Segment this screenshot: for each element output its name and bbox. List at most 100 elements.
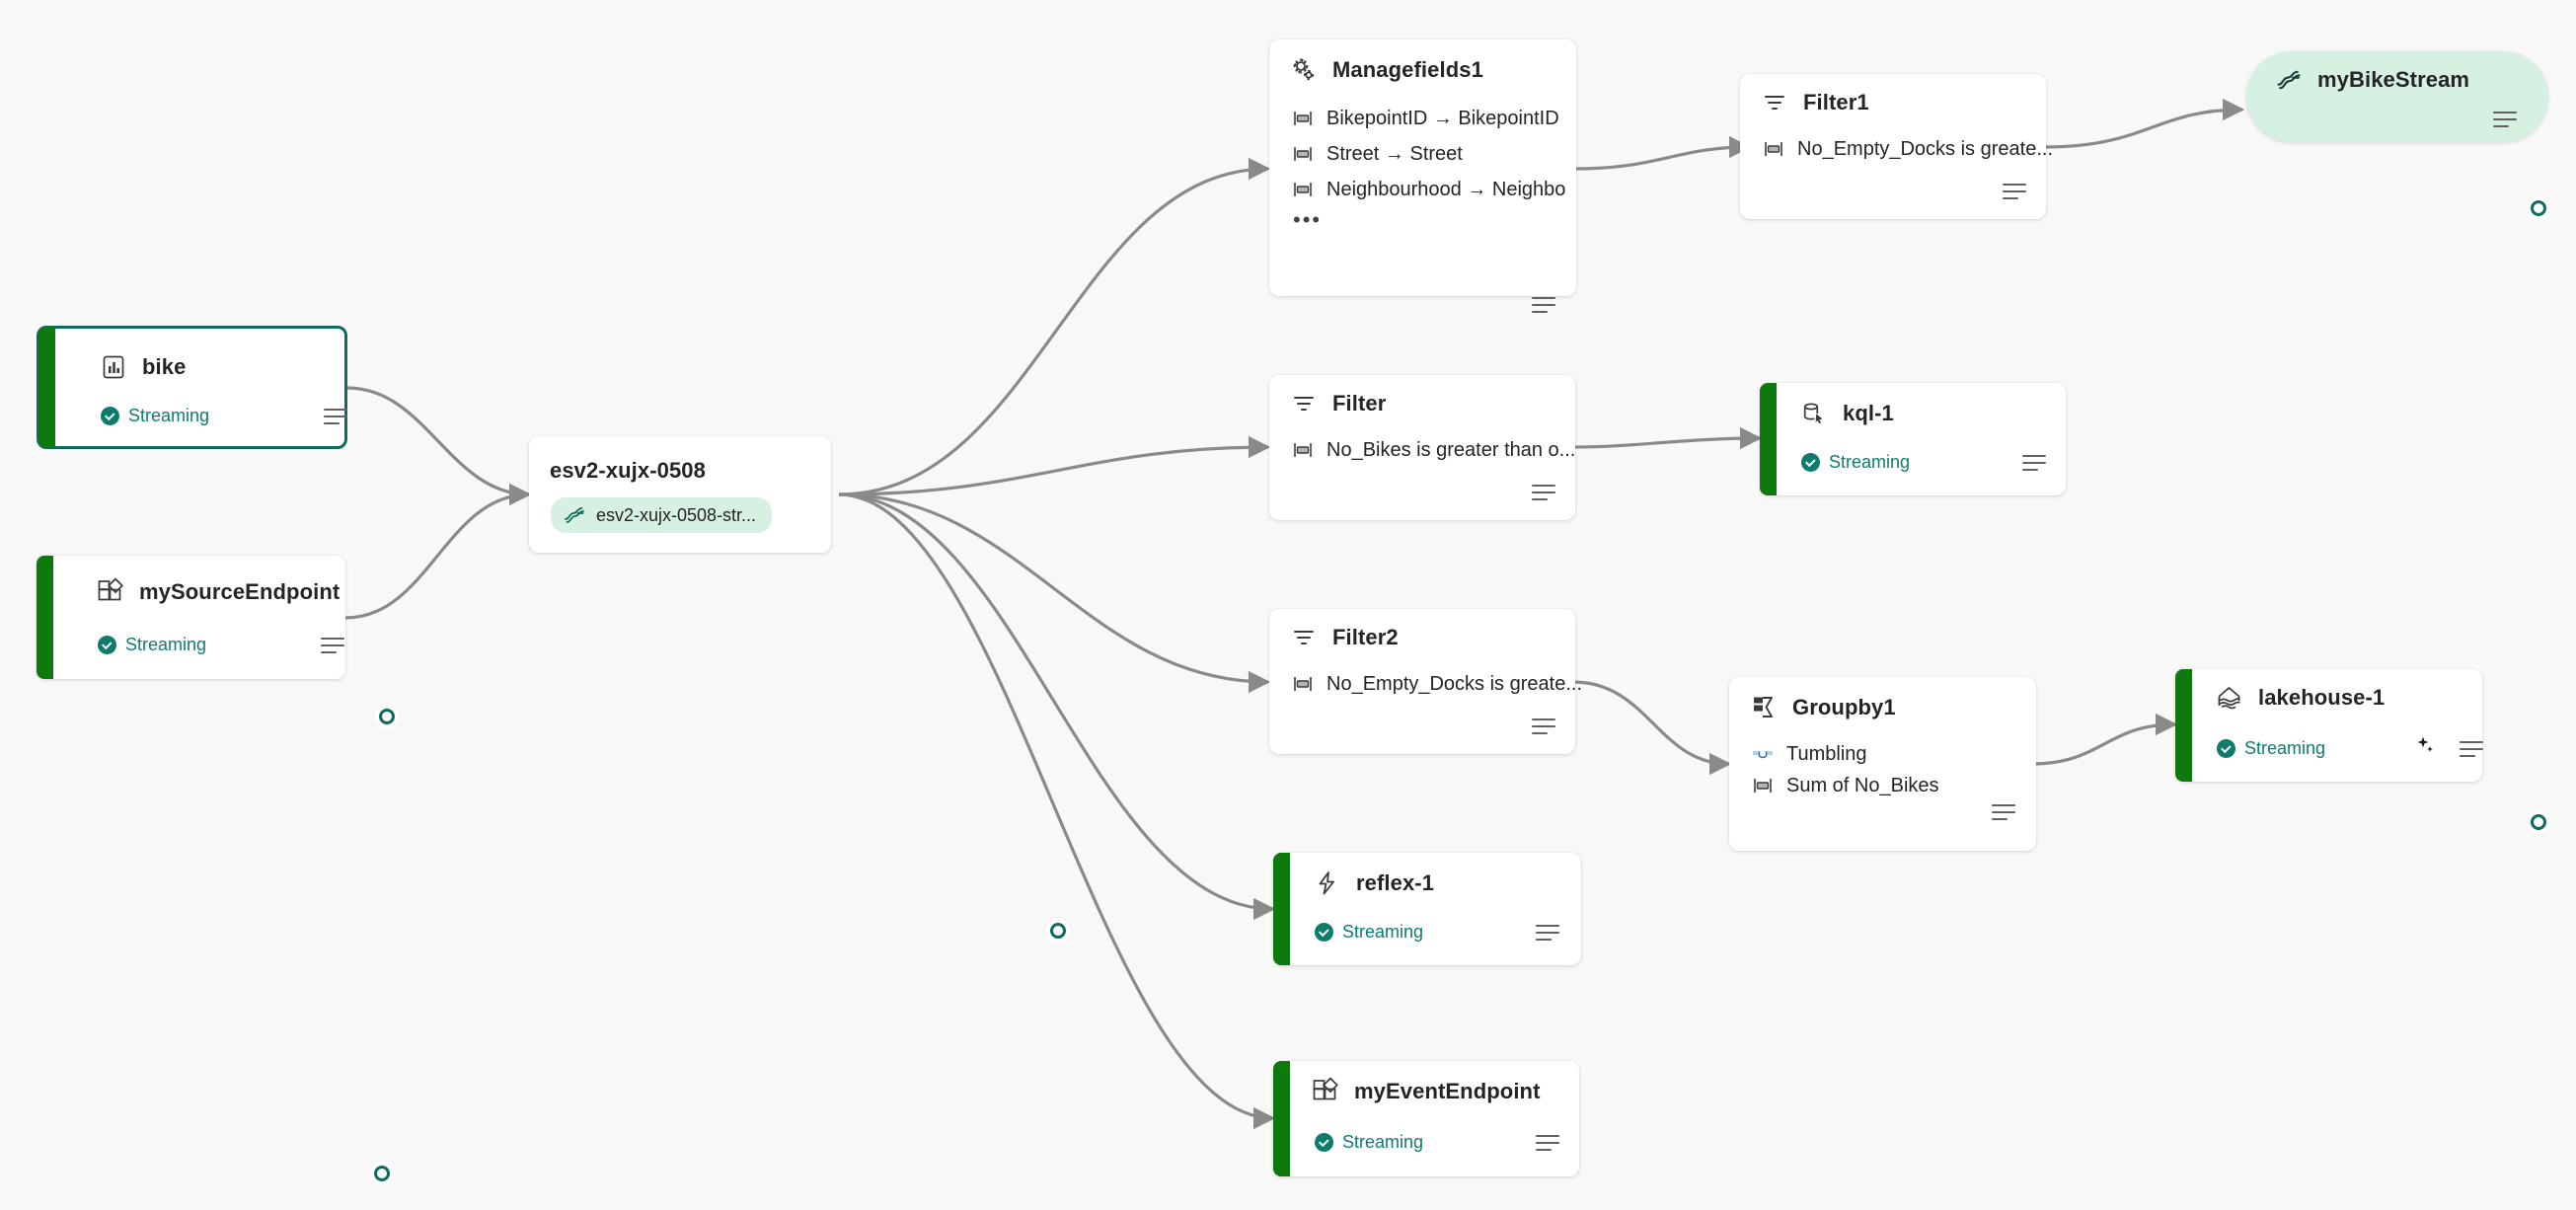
kql-database-icon	[1799, 399, 1829, 428]
filter-icon	[1289, 623, 1319, 652]
table-chart-icon	[99, 352, 128, 382]
node-menu-button[interactable]	[1532, 482, 1559, 503]
edge-eventstream-to-reflex1	[838, 492, 1276, 921]
more-fields-indicator[interactable]: •••	[1293, 207, 1323, 232]
node-filter2[interactable]: Filter2 No_Empty_Docks is greate...	[1269, 609, 1582, 754]
node-menu-button[interactable]	[1532, 716, 1559, 737]
status-label: Streaming	[125, 635, 207, 654]
node-menu-button[interactable]	[1532, 294, 1559, 316]
edge-mysourceendpoint-to-eventstream	[344, 483, 532, 620]
node-menu-button[interactable]	[321, 635, 348, 656]
group-by-icon	[1749, 693, 1779, 722]
node-title: myEventEndpoint	[1354, 1079, 1541, 1103]
stream-pill[interactable]: esv2-xujx-0508-str...	[551, 497, 773, 533]
node-menu-button[interactable]	[1536, 1132, 1563, 1154]
custom-endpoint-icon	[1311, 1077, 1340, 1106]
filter-condition-row: No_Empty_Docks is greate...	[1762, 137, 2053, 161]
field-icon	[1291, 178, 1315, 201]
status-badge: Streaming	[98, 635, 206, 655]
node-title: Filter	[1332, 391, 1387, 416]
check-icon	[101, 407, 119, 425]
field-mapping-row: Street → Street	[1291, 142, 1463, 166]
node-menu-button[interactable]	[1536, 922, 1563, 944]
node-title: bike	[142, 354, 187, 379]
status-label: Streaming	[1342, 922, 1424, 942]
node-menu-button[interactable]	[2003, 181, 2030, 202]
field-label: Neighbourhood → Neighbo	[1326, 178, 1566, 200]
output-port[interactable]	[379, 709, 395, 724]
check-icon	[1315, 1133, 1333, 1152]
aggregate-label: Sum of No_Bikes	[1786, 774, 1939, 796]
node-mybikestream[interactable]: myBikeStream	[2246, 51, 2548, 142]
field-icon	[1291, 142, 1315, 166]
edge-eventstream-to-myeventendpoint	[838, 492, 1276, 1130]
edge-bike-to-eventstream	[346, 386, 532, 506]
status-label: Streaming	[1829, 452, 1911, 472]
node-title: reflex-1	[1356, 870, 1435, 895]
stream-pill-label: esv2-xujx-0508-str...	[596, 504, 757, 525]
input-port[interactable]	[2531, 200, 2546, 216]
edge-filter2-to-groupby1	[1572, 680, 1732, 776]
check-icon	[2217, 739, 2235, 758]
status-badge: Streaming	[101, 406, 209, 426]
manage-fields-icon	[1289, 55, 1319, 85]
node-bike[interactable]: bike Streaming	[37, 326, 395, 724]
filter-icon	[1289, 389, 1319, 418]
eventstream-icon	[563, 503, 586, 527]
reflex-icon	[1313, 869, 1342, 898]
status-badge: Streaming	[2217, 738, 2325, 759]
field-icon	[1291, 672, 1315, 696]
node-title: Managefields1	[1332, 57, 1483, 82]
node-filter1[interactable]: Filter1 No_Empty_Docks is greate...	[1740, 74, 2053, 219]
status-badge: Streaming	[1315, 922, 1423, 943]
input-port[interactable]	[1050, 923, 1066, 939]
edge-groupby1-to-lakehouse1	[2030, 713, 2178, 766]
check-icon	[98, 636, 116, 654]
node-filter[interactable]: Filter No_Bikes is greater than o...	[1269, 375, 2546, 830]
node-groupby1[interactable]: Groupby1 Tumbling Sum of No_Bikes	[1729, 677, 2036, 851]
field-icon	[1751, 774, 1775, 797]
node-title: Filter1	[1803, 90, 1869, 114]
edge-eventstream-to-managefields1	[838, 157, 1271, 496]
node-menu-button[interactable]	[2460, 738, 2487, 760]
node-title: kql-1	[1843, 401, 1894, 425]
node-menu-button[interactable]	[2022, 452, 2050, 474]
destination-rail	[1273, 853, 1290, 965]
node-title: Filter2	[1332, 625, 1399, 649]
custom-endpoint-icon	[96, 577, 125, 607]
input-port[interactable]	[2531, 814, 2546, 830]
node-mysourceendpoint[interactable]: mySourceEndpoint Streaming	[37, 556, 390, 1181]
node-myeventendpoint[interactable]: myEventEndpoint Streaming	[1273, 1061, 1579, 1176]
field-icon	[1762, 137, 1785, 161]
status-badge: Streaming	[1315, 1132, 1423, 1153]
node-menu-button[interactable]	[2493, 109, 2521, 130]
output-port[interactable]	[374, 1166, 390, 1181]
node-eventstream[interactable]: esv2-xujx-0508 esv2-xujx-0508-str...	[529, 436, 1368, 939]
node-title: myBikeStream	[2317, 67, 2470, 92]
source-rail	[38, 328, 55, 447]
node-managefields1[interactable]: Managefields1 BikepointID → BikepointID …	[1269, 39, 2546, 313]
field-icon	[1291, 438, 1315, 462]
status-label: Streaming	[128, 406, 210, 425]
copilot-sparkle-icon[interactable]	[2414, 734, 2436, 756]
node-title: mySourceEndpoint	[139, 579, 341, 604]
node-lakehouse1[interactable]: lakehouse-1 Streaming	[2175, 669, 2483, 782]
node-kql1[interactable]: kql-1 Streaming	[1760, 383, 2066, 495]
source-rail	[37, 556, 53, 679]
status-badge: Streaming	[1801, 452, 1910, 473]
condition-label: No_Empty_Docks is greate...	[1326, 672, 1582, 695]
field-mapping-row: BikepointID → BikepointID	[1291, 107, 1559, 130]
node-menu-button[interactable]	[1992, 801, 2019, 823]
condition-label: No_Empty_Docks is greate...	[1797, 137, 2053, 160]
node-title: lakehouse-1	[2258, 685, 2386, 710]
destination-rail	[1273, 1061, 1290, 1176]
filter-condition-row: No_Empty_Docks is greate...	[1291, 672, 1582, 696]
field-label: BikepointID → BikepointID	[1326, 107, 1559, 129]
window-row: Tumbling	[1751, 742, 1867, 766]
destination-rail	[2175, 669, 2192, 782]
node-menu-button[interactable]	[324, 406, 351, 427]
lakehouse-icon	[2215, 683, 2244, 713]
filter-condition-row: No_Bikes is greater than o...	[1291, 438, 1575, 462]
node-reflex1[interactable]: reflex-1 Streaming	[1273, 853, 1581, 965]
